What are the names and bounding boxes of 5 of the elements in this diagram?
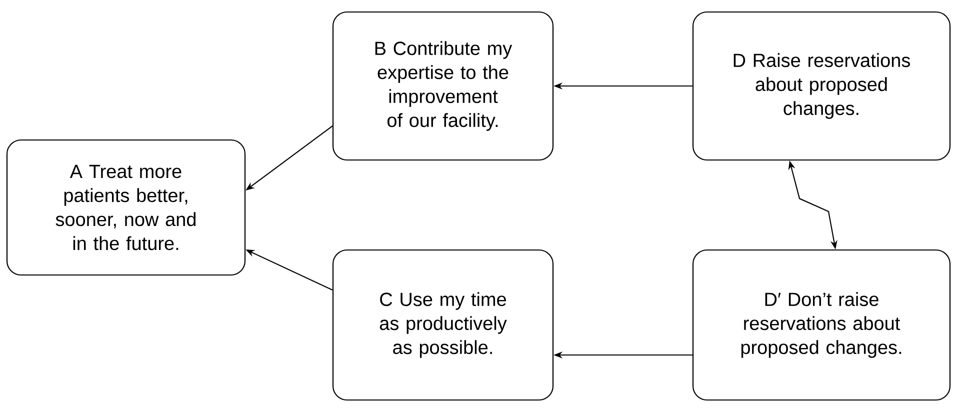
goal-box: D Raise reservations about proposed changes.	[692, 11, 951, 161]
goal-box: A Treat more patients better, sooner, now and in the future.	[6, 139, 246, 276]
goal-box: D′ Don’t raise reservations about proposed changes.	[692, 249, 951, 401]
goal-box: B Contribute my expertise to the improvement of our facility.	[332, 11, 554, 161]
goal-box: C Use my time as productively as possible.	[332, 249, 554, 401]
